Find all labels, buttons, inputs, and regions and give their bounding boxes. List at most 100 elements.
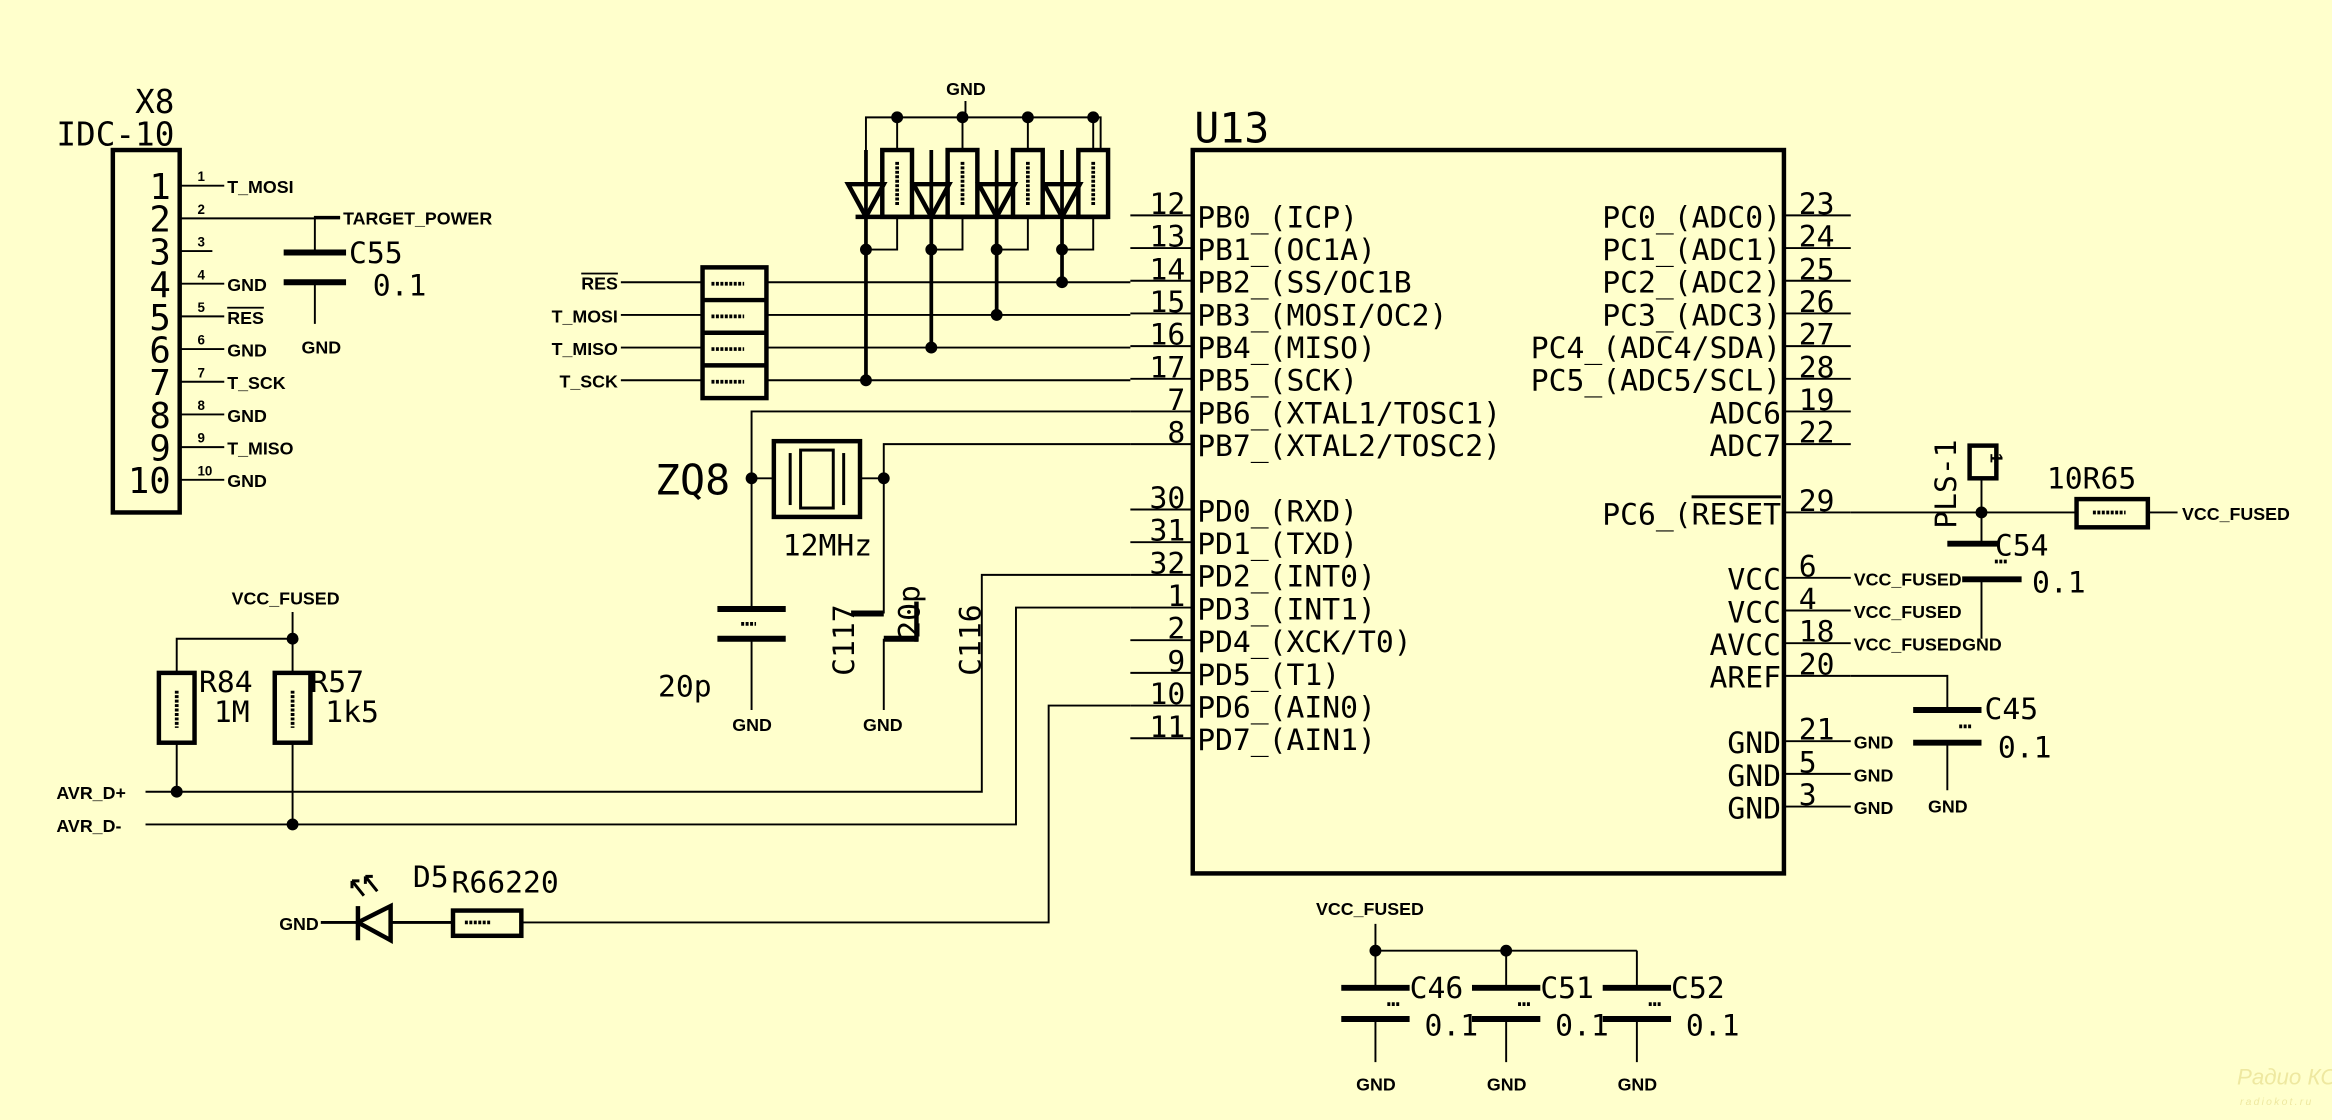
junction bbox=[925, 243, 938, 256]
pin-number: 4 bbox=[1799, 582, 1817, 617]
wire bbox=[620, 281, 1131, 382]
connector-pin-number: 2 bbox=[149, 200, 170, 241]
pin-name: PB1_(OC1A) bbox=[1197, 233, 1376, 268]
watermark-title: Радио КОТ bbox=[2237, 1064, 2332, 1089]
connector-net-label: T_MISO bbox=[227, 439, 293, 459]
c45-value: 0.1 bbox=[1998, 731, 2052, 766]
crystal-value: 12MHz bbox=[783, 529, 872, 564]
decoupling-cap-ref: C51 bbox=[1540, 971, 1594, 1006]
c117-gnd: GND bbox=[863, 715, 903, 735]
tvs-diode bbox=[844, 181, 888, 222]
connector-net-label: T_SCK bbox=[227, 373, 286, 393]
pin-name: PC5_(ADC5/SCL) bbox=[1531, 364, 1781, 399]
connector-pin-small-number: 8 bbox=[198, 398, 206, 413]
connector-net-label: GND bbox=[227, 275, 267, 295]
connector-pin-number: 4 bbox=[149, 265, 170, 306]
pin-name: PB5_(SCK) bbox=[1197, 364, 1358, 399]
pin-name: GND bbox=[1727, 791, 1781, 826]
pin-name: PC4_(ADC4/SDA) bbox=[1531, 331, 1781, 366]
c116-ref: C116 bbox=[953, 604, 988, 676]
watermark-logo: Радио КОТ radiokot.ru bbox=[2237, 1064, 2332, 1108]
connector-pin-number: 3 bbox=[149, 232, 170, 273]
connector-pin-small-number: 2 bbox=[198, 202, 205, 217]
connector-net-label: GND bbox=[227, 406, 267, 426]
tvs-diode bbox=[1040, 181, 1084, 222]
pin-number: 8 bbox=[1167, 416, 1185, 451]
diode-gnd: GND bbox=[946, 79, 986, 99]
junction bbox=[990, 308, 1003, 321]
connector-pin-small-number: 9 bbox=[198, 431, 205, 446]
r65-net: VCC_FUSED bbox=[2182, 504, 2290, 524]
light-arrows-icon bbox=[350, 874, 379, 897]
connector-pin-small-number: 4 bbox=[198, 267, 206, 282]
pin-name: PB3_(MOSI/OC2) bbox=[1197, 298, 1447, 333]
connector-net-label: RES bbox=[227, 308, 264, 328]
pin-number: 11 bbox=[1150, 710, 1186, 745]
net-label-res: RES bbox=[581, 274, 618, 294]
net-label-t-sck: T_SCK bbox=[559, 372, 618, 392]
crystal-body bbox=[771, 438, 863, 520]
pin-name-overline: RESET bbox=[1692, 497, 1781, 532]
pin-name: ADC6 bbox=[1709, 396, 1781, 431]
resistor-r66 bbox=[450, 908, 524, 939]
tvs-diode bbox=[909, 181, 953, 222]
pin-name: PD4_(XCK/T0) bbox=[1197, 625, 1411, 660]
pin-name: PC1_(ADC1) bbox=[1602, 233, 1781, 268]
pin-name: PB2_(SS/OC1B bbox=[1197, 266, 1411, 301]
wire bbox=[750, 410, 1131, 711]
led-ref: D5 bbox=[413, 860, 449, 895]
pin-name: PD7_(AIN1) bbox=[1197, 723, 1376, 758]
connector-net-label: GND bbox=[227, 471, 267, 491]
pin-name: PD3_(INT1) bbox=[1197, 592, 1376, 627]
connector-type: IDC-10 bbox=[56, 116, 174, 154]
c54-value: 0.1 bbox=[2032, 566, 2086, 601]
junction bbox=[990, 243, 1003, 256]
pin-number: 32 bbox=[1150, 546, 1186, 581]
pin-name: GND bbox=[1727, 759, 1781, 794]
reset-circuit: 1 PLS-1 10R65 VCC_FUSED C54 0.1 GND bbox=[1850, 439, 2290, 655]
net-label-t-mosi: T_MOSI bbox=[552, 306, 618, 326]
pin-name-prefix: PC6_( bbox=[1602, 497, 1691, 532]
pin-name: AREF bbox=[1709, 661, 1781, 696]
pin-number: 18 bbox=[1799, 615, 1835, 650]
c54-gnd: GND bbox=[1962, 635, 2002, 655]
usb-section: VCC_FUSED R84 1M R57 1k5 AVR_D+ AVR_D- bbox=[56, 573, 1131, 924]
r84-value: 1M bbox=[214, 695, 250, 730]
pin-number: 20 bbox=[1799, 647, 1835, 682]
pin-number: 15 bbox=[1150, 285, 1186, 320]
pin-number: 29 bbox=[1799, 484, 1835, 519]
pin-number: 27 bbox=[1799, 318, 1835, 353]
r84-ref: R84 bbox=[199, 665, 253, 700]
r66-label: R66220 bbox=[452, 866, 559, 901]
r65-label: 10R65 bbox=[2047, 462, 2136, 497]
pin-number: 22 bbox=[1799, 416, 1835, 451]
junction bbox=[956, 111, 969, 124]
connector-pin-number: 1 bbox=[149, 167, 170, 208]
connector-net-label: TARGET_POWER bbox=[343, 208, 492, 228]
connector-body bbox=[110, 147, 182, 515]
pin-number: 26 bbox=[1799, 285, 1835, 320]
c117-ref: C117 bbox=[827, 604, 862, 676]
resistor-array: RES T_MOSI T_MISO T_SCK bbox=[552, 265, 1131, 401]
jumper-ref: PLS-1 bbox=[1929, 439, 1964, 528]
capacitor-c55: C55 0.1 GND bbox=[283, 215, 426, 358]
wire bbox=[313, 215, 341, 324]
junction bbox=[1056, 276, 1068, 289]
decoupling-cap-value: 0.1 bbox=[1555, 1008, 1609, 1043]
connector-net-label: T_MOSI bbox=[227, 177, 293, 197]
pin-net-label: GND bbox=[1854, 765, 1894, 785]
watermark-url: radiokot.ru bbox=[2240, 1097, 2314, 1108]
junction bbox=[925, 341, 938, 354]
junction bbox=[1056, 243, 1068, 256]
pin-number: 10 bbox=[1150, 677, 1186, 712]
pin-name: GND bbox=[1727, 726, 1781, 761]
usb-vcc: VCC_FUSED bbox=[232, 589, 340, 609]
protection-diode-array: GND bbox=[844, 79, 1111, 387]
jumper-pls1 bbox=[1967, 443, 1999, 481]
junction bbox=[860, 374, 872, 387]
led-d5: GND D5 R66220 bbox=[279, 860, 559, 945]
pin-number: 7 bbox=[1167, 383, 1185, 418]
connector-pin-small-number: 5 bbox=[198, 300, 206, 315]
